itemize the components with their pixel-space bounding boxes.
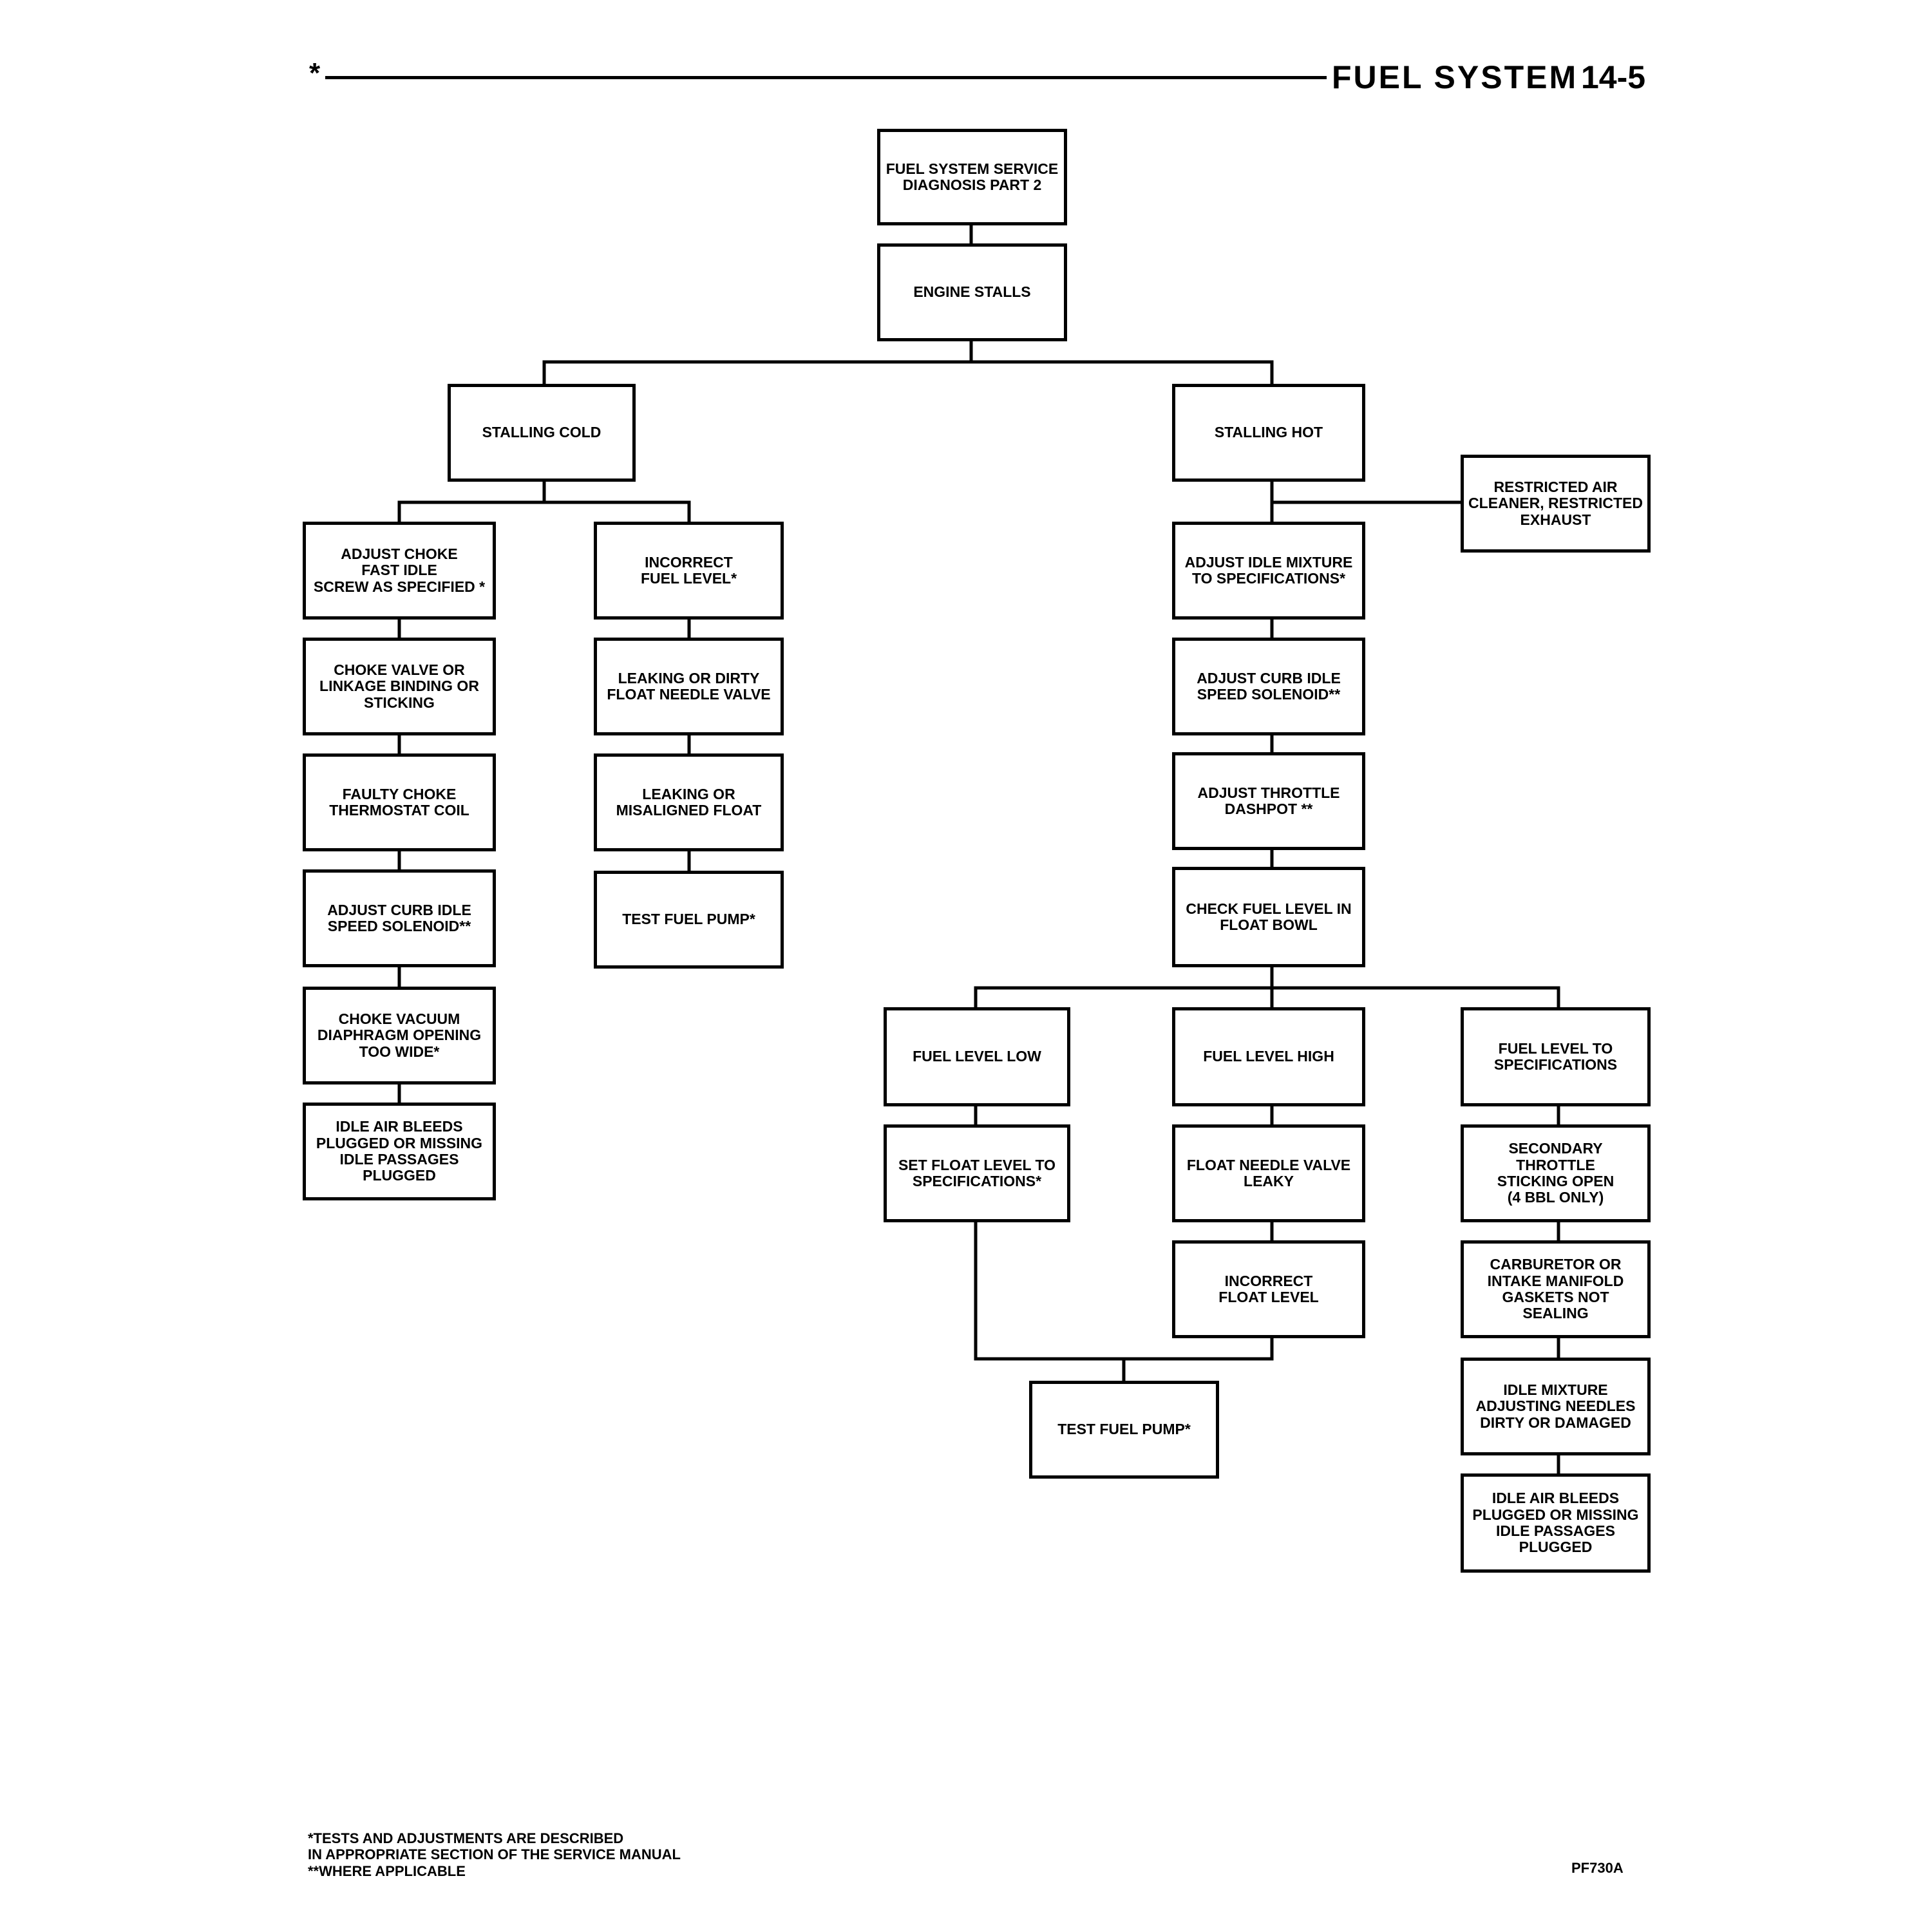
box-label: IDLE AIR BLEEDS PLUGGED OR MISSING IDLE … <box>316 1118 483 1184</box>
box-label: FUEL LEVEL LOW <box>913 1048 1041 1065</box>
box-label: ADJUST CHOKE FAST IDLE SCREW AS SPECIFIE… <box>313 545 486 595</box>
box-label: TEST FUEL PUMP* <box>622 911 755 928</box>
engine-stalls-label: ENGINE STALLS <box>913 283 1031 301</box>
header-asterisk: * <box>309 57 321 89</box>
fuel-level-spec-box: FUEL LEVEL TO SPECIFICATIONS <box>1461 1007 1651 1106</box>
cold-col2-item: LEAKING OR DIRTY FLOAT NEEDLE VALVE <box>594 638 784 735</box>
cold-col1-item: FAULTY CHOKE THERMOSTAT COIL <box>303 753 496 851</box>
box-label: FUEL LEVEL TO SPECIFICATIONS <box>1493 1039 1618 1073</box>
page-number: 14-5 <box>1581 59 1646 95</box>
box-label: SET FLOAT LEVEL TO SPECIFICATIONS* <box>898 1156 1056 1189</box>
hot-col-item: CHECK FUEL LEVEL IN FLOAT BOWL <box>1172 867 1365 967</box>
spec-col-item: IDLE MIXTURE ADJUSTING NEEDLES DIRTY OR … <box>1461 1358 1651 1455</box>
box-label: ADJUST CURB IDLE SPEED SOLENOID** <box>1197 669 1341 703</box>
float-needle-valve-box: FLOAT NEEDLE VALVE LEAKY <box>1172 1124 1365 1222</box>
section-title: FUEL SYSTEM <box>1332 59 1578 95</box>
box-label: INCORRECT FUEL LEVEL* <box>640 553 737 587</box>
cold-col1-item: IDLE AIR BLEEDS PLUGGED OR MISSING IDLE … <box>303 1103 496 1200</box>
box-label: LEAKING OR MISALIGNED FLOAT <box>616 785 762 819</box>
cold-col1-item: CHOKE VALVE OR LINKAGE BINDING OR STICKI… <box>303 638 496 735</box>
hot-col-item: ADJUST CURB IDLE SPEED SOLENOID** <box>1172 638 1365 735</box>
restricted-air-box: RESTRICTED AIR CLEANER, RESTRICTED EXHAU… <box>1461 455 1651 553</box>
stalling-hot-label: STALLING HOT <box>1214 424 1323 441</box>
box-label: FLOAT NEEDLE VALVE LEAKY <box>1186 1156 1351 1189</box>
root-label: FUEL SYSTEM SERVICE DIAGNOSIS PART 2 <box>886 160 1059 193</box>
box-label: LEAKING OR DIRTY FLOAT NEEDLE VALVE <box>607 669 771 703</box>
cold-col1-item: CHOKE VACUUM DIAPHRAGM OPENING TOO WIDE* <box>303 987 496 1084</box>
hot-col-item: ADJUST IDLE MIXTURE TO SPECIFICATIONS* <box>1172 522 1365 620</box>
fuel-level-high-box: FUEL LEVEL HIGH <box>1172 1007 1365 1106</box>
cold-col1-item: ADJUST CHOKE FAST IDLE SCREW AS SPECIFIE… <box>303 522 496 620</box>
set-float-level-box: SET FLOAT LEVEL TO SPECIFICATIONS* <box>884 1124 1070 1222</box>
spec-col-item: CARBURETOR OR INTAKE MANIFOLD GASKETS NO… <box>1461 1240 1651 1338</box>
box-label: IDLE MIXTURE ADJUSTING NEEDLES DIRTY OR … <box>1475 1381 1636 1431</box>
test-fuel-pump-box: TEST FUEL PUMP* <box>1029 1381 1219 1479</box>
figure-id: PF730A <box>1571 1860 1624 1876</box>
box-label: IDLE AIR BLEEDS PLUGGED OR MISSING IDLE … <box>1472 1490 1639 1556</box>
box-label: CHOKE VALVE OR LINKAGE BINDING OR STICKI… <box>319 661 479 711</box>
box-label: TEST FUEL PUMP* <box>1057 1421 1191 1438</box>
box-label: ADJUST CURB IDLE SPEED SOLENOID** <box>327 901 471 934</box>
stalling-cold-label: STALLING COLD <box>482 424 601 441</box>
fuel-level-low-box: FUEL LEVEL LOW <box>884 1007 1070 1106</box>
footnote: *TESTS AND ADJUSTMENTS ARE DESCRIBED IN … <box>308 1830 681 1879</box>
box-label: CHECK FUEL LEVEL IN FLOAT BOWL <box>1186 900 1352 933</box>
engine-stalls-box: ENGINE STALLS <box>877 243 1067 341</box>
hot-col-item: ADJUST THROTTLE DASHPOT ** <box>1172 752 1365 850</box>
stalling-cold-box: STALLING COLD <box>448 384 636 482</box>
header-rule <box>325 76 1327 79</box>
cold-col2-item: INCORRECT FUEL LEVEL* <box>594 522 784 620</box>
spec-col-item: IDLE AIR BLEEDS PLUGGED OR MISSING IDLE … <box>1461 1473 1651 1573</box>
box-label: FAULTY CHOKE THERMOSTAT COIL <box>329 785 469 819</box>
stalling-hot-box: STALLING HOT <box>1172 384 1365 482</box>
box-label: FUEL LEVEL HIGH <box>1203 1048 1334 1065</box>
incorrect-float-level-box: INCORRECT FLOAT LEVEL <box>1172 1240 1365 1338</box>
root-box: FUEL SYSTEM SERVICE DIAGNOSIS PART 2 <box>877 129 1067 225</box>
spec-col-item: SECONDARY THROTTLE STICKING OPEN (4 BBL … <box>1461 1124 1651 1222</box>
box-label: CARBURETOR OR INTAKE MANIFOLD GASKETS NO… <box>1487 1256 1624 1322</box>
cold-col2-item: TEST FUEL PUMP* <box>594 871 784 969</box>
box-label: INCORRECT FLOAT LEVEL <box>1218 1272 1319 1305</box>
box-label: CHOKE VACUUM DIAPHRAGM OPENING TOO WIDE* <box>317 1010 482 1060</box>
cold-col2-item: LEAKING OR MISALIGNED FLOAT <box>594 753 784 851</box>
cold-col1-item: ADJUST CURB IDLE SPEED SOLENOID** <box>303 869 496 967</box>
box-label: ADJUST IDLE MIXTURE TO SPECIFICATIONS* <box>1184 553 1353 587</box>
box-label: ADJUST THROTTLE DASHPOT ** <box>1197 784 1340 817</box>
restricted-air-label: RESTRICTED AIR CLEANER, RESTRICTED EXHAU… <box>1468 478 1643 528</box>
box-label: SECONDARY THROTTLE STICKING OPEN (4 BBL … <box>1497 1140 1615 1206</box>
